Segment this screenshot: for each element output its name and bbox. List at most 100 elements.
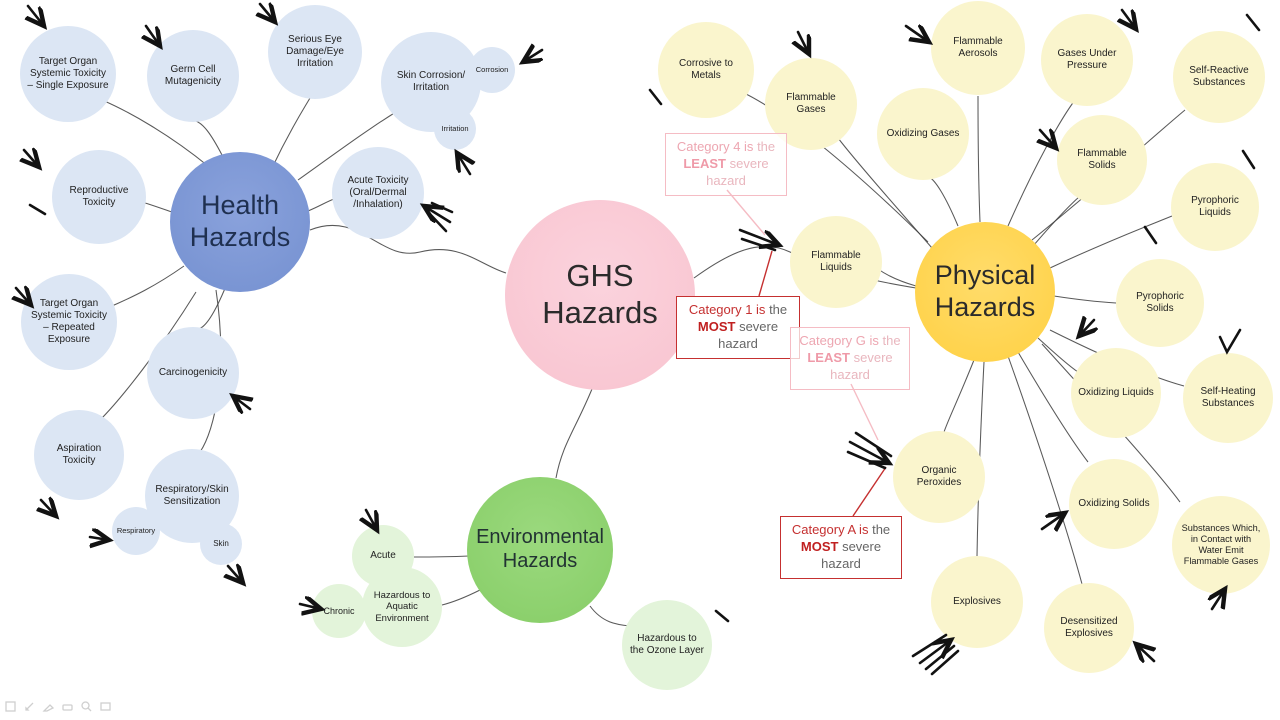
- annotation-arrow: [924, 644, 956, 671]
- callout-pointer: [850, 383, 879, 441]
- node-aspiration-toxicity: Aspiration Toxicity: [34, 410, 124, 500]
- callout-lead: Category A is: [791, 522, 869, 537]
- annotation-arrow: [523, 50, 544, 62]
- connector: [307, 198, 335, 212]
- node-gases-under-pressure: Gases Under Pressure: [1041, 14, 1133, 106]
- hub-environmental-hazards: Environmental Hazards: [467, 477, 613, 623]
- annotation-arrow: [41, 500, 56, 516]
- node-oxidizing-liquids: Oxidizing Liquids: [1071, 348, 1161, 438]
- annotation-arrow: [233, 396, 250, 409]
- node-respiratory: Respiratory: [112, 507, 160, 555]
- annotation-arrow: [228, 566, 243, 583]
- node-organic-peroxides: Organic Peroxides: [893, 431, 985, 523]
- frame-icon[interactable]: [3, 699, 17, 713]
- annotation-arrow: [904, 26, 929, 42]
- eraser-icon[interactable]: [60, 699, 74, 713]
- node-reproductive-toxicity: Reproductive Toxicity: [52, 150, 146, 244]
- connector: [1053, 295, 1117, 304]
- node-oxidizing-gases: Oxidizing Gases: [877, 88, 969, 180]
- callout-pointer: [852, 466, 887, 517]
- annotation-arrow: [1079, 320, 1094, 336]
- hub-ghs-hazards: GHS Hazards: [505, 200, 695, 390]
- connector: [441, 589, 481, 606]
- node-oxidizing-solids: Oxidizing Solids: [1069, 459, 1159, 549]
- annotation-toolbar: [3, 699, 112, 713]
- callout-mid: the: [882, 333, 901, 348]
- callout-category-4-least: Category 4 is the LEAST severe hazard: [665, 133, 787, 196]
- connector: [877, 268, 917, 287]
- annotation-arrow: [846, 450, 887, 470]
- connector: [977, 95, 981, 223]
- annotation-arrow: [88, 537, 109, 540]
- node-acute-toxicity: Acute Toxicity (Oral/Dermal /Inhalation): [332, 147, 424, 239]
- callout-pointer: [758, 250, 773, 297]
- node-explosives: Explosives: [931, 556, 1023, 648]
- callout-emphasis: LEAST: [683, 155, 726, 171]
- node-self-reactive-substances: Self-Reactive Substances: [1173, 31, 1265, 123]
- hub-health-hazards: Health Hazards: [170, 152, 310, 292]
- annotation-arrow: [854, 431, 893, 458]
- node-pyrophoric-liquids: Pyrophoric Liquids: [1171, 163, 1259, 251]
- node-pyrophoric-solids: Pyrophoric Solids: [1116, 259, 1204, 347]
- node-serious-eye-damage: Serious Eye Damage/Eye Irritation: [268, 5, 362, 99]
- annotation-arrow: [1040, 130, 1056, 148]
- callout-lead: Category 1 is: [688, 302, 766, 317]
- annotation-check: [1218, 328, 1242, 355]
- annotation-arrow: [1040, 513, 1065, 529]
- annotation-arrow: [260, 4, 275, 22]
- callout-tail: severe hazard: [821, 538, 882, 571]
- annotation-tick: [1245, 13, 1261, 32]
- node-env-chronic: Chronic: [312, 584, 366, 638]
- callout-lead: Category 4 is: [676, 139, 754, 154]
- annotation-arrow: [146, 24, 160, 46]
- node-skin: Skin: [200, 523, 242, 565]
- shape-icon[interactable]: [98, 699, 112, 713]
- annotation-arrow: [24, 150, 39, 167]
- connector: [111, 265, 185, 307]
- connector: [271, 97, 311, 169]
- pen-icon[interactable]: [22, 699, 36, 713]
- connector: [555, 388, 593, 479]
- annotation-arrow: [918, 640, 951, 665]
- connector: [1037, 337, 1079, 373]
- annotation-arrow: [740, 237, 777, 252]
- callout-mid: the: [872, 522, 891, 537]
- node-flammable-aerosols: Flammable Aerosols: [931, 1, 1025, 95]
- node-target-organ-single-exposure: Target Organ Systemic Toxicity – Single …: [20, 26, 116, 122]
- annotation-tick: [648, 88, 663, 106]
- callout-mid: the: [769, 302, 788, 317]
- callout-category-a-most: Category A is the MOST severe hazard: [780, 516, 902, 579]
- annotation-arrow: [911, 633, 948, 658]
- node-flammable-liquids: Flammable Liquids: [790, 216, 882, 308]
- callout-mid: the: [757, 139, 776, 154]
- annotation-tick: [28, 203, 47, 216]
- hub-physical-hazards: Physical Hazards: [915, 222, 1055, 362]
- callout-lead: Category G is: [799, 333, 879, 348]
- annotation-arrow: [424, 206, 452, 224]
- annotation-arrow: [848, 440, 889, 463]
- callout-category-g-least: Category G is the LEAST severe hazard: [790, 327, 910, 390]
- annotation-arrow: [425, 209, 448, 233]
- connector: [309, 224, 507, 274]
- connector: [413, 555, 470, 558]
- annotation-arrow: [1136, 644, 1154, 661]
- connector: [144, 202, 173, 213]
- annotation-tick: [714, 609, 730, 623]
- callout-tail: severe hazard: [718, 318, 779, 351]
- callout-emphasis: LEAST: [807, 349, 850, 365]
- annotation-arrow: [738, 228, 779, 245]
- node-target-organ-repeated-exposure: Target Organ Systemic Toxicity – Repeate…: [21, 274, 117, 370]
- node-water-reactive-substances: Substances Which, in Contact with Water …: [1172, 496, 1270, 594]
- node-corrosion: Corrosion: [469, 47, 515, 93]
- callout-emphasis: MOST: [697, 318, 736, 334]
- connector: [943, 359, 975, 433]
- annotation-arrow: [430, 201, 454, 214]
- node-desensitized-explosives: Desensitized Explosives: [1044, 583, 1134, 673]
- callout-emphasis: MOST: [800, 538, 839, 554]
- callout-category-1-most: Category 1 is the MOST severe hazard: [676, 296, 800, 359]
- annotation-tick: [1143, 225, 1158, 245]
- callout-tail: severe hazard: [830, 349, 893, 382]
- marker-icon[interactable]: [41, 699, 55, 713]
- zoom-icon[interactable]: [79, 699, 93, 713]
- annotation-arrow: [457, 153, 470, 176]
